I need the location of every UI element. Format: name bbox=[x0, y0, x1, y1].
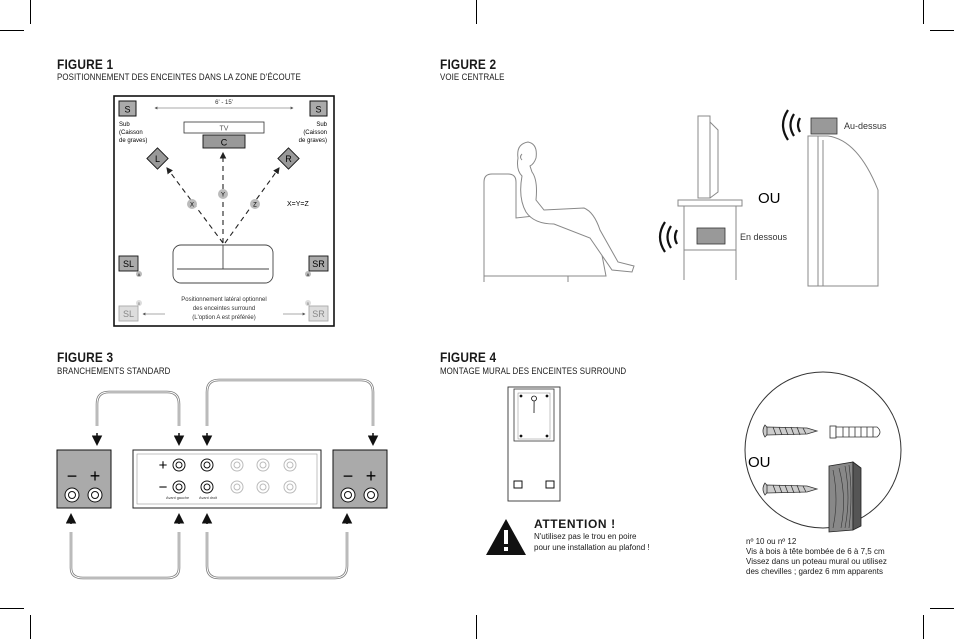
y-label: Y bbox=[221, 193, 225, 199]
receiver-plus: + bbox=[159, 457, 168, 474]
wall-anchor-icon bbox=[829, 425, 881, 439]
tv-label: TV bbox=[220, 126, 229, 133]
screw-icon bbox=[762, 424, 819, 438]
right-minus: − bbox=[343, 466, 354, 486]
sl-speaker-a bbox=[118, 255, 139, 272]
center-speaker-above bbox=[810, 117, 838, 135]
sl-a-letter: SL bbox=[123, 259, 134, 269]
sr-speaker-b bbox=[308, 305, 329, 322]
figure2-title: FIGURE 2 bbox=[440, 56, 497, 72]
table bbox=[677, 199, 743, 207]
sub-right-label1: Sub bbox=[316, 122, 327, 128]
screw-spec-line4: des chevilles ; gardez 6 mm apparents bbox=[746, 567, 883, 576]
right-letter: R bbox=[285, 154, 292, 164]
below-label: En dessous bbox=[740, 232, 788, 242]
sub-right bbox=[309, 100, 328, 117]
right-speaker bbox=[277, 147, 300, 170]
center-speaker-below bbox=[696, 227, 726, 245]
crop-mark bbox=[0, 30, 24, 31]
figure4-subtitle: MONTAGE MURAL DES ENCEINTES SURROUND bbox=[440, 366, 627, 376]
figure3-title: FIGURE 3 bbox=[57, 349, 114, 365]
right-speaker-terminal bbox=[332, 449, 388, 509]
cabinet bbox=[807, 135, 879, 287]
crop-mark bbox=[476, 0, 477, 24]
x-label: X bbox=[190, 203, 194, 209]
sub-right-label2: (Caisson bbox=[303, 130, 327, 136]
figure2-diagram: OU Au-dessus En dessous bbox=[483, 109, 887, 287]
bracket-diagram bbox=[507, 386, 561, 502]
figure2-subtitle: VOIE CENTRALE bbox=[440, 72, 505, 82]
warning-icon bbox=[486, 519, 526, 555]
sl-opt-b: B bbox=[138, 301, 141, 306]
sl-b-letter: SL bbox=[123, 309, 134, 319]
equation: X=Y=Z bbox=[287, 201, 310, 208]
above-label: Au-dessus bbox=[844, 121, 887, 131]
sound-wave-icon bbox=[658, 109, 801, 253]
sr-opt-a: A bbox=[307, 272, 310, 277]
screw-spec-line2: Vis à bois à tête bombée de 6 à 7,5 cm bbox=[746, 547, 885, 556]
wood-stud-icon bbox=[828, 461, 862, 533]
dimension-label: 6' - 15' bbox=[215, 100, 233, 106]
figure1-subtitle: POSITIONNEMENT DES ENCEINTES DANS LA ZON… bbox=[57, 72, 301, 82]
sub-left bbox=[118, 100, 137, 117]
sr-a-letter: SR bbox=[312, 259, 325, 269]
sub-left-label1: Sub bbox=[119, 122, 130, 128]
sl-speaker-b bbox=[118, 305, 139, 322]
figure1-title: FIGURE 1 bbox=[57, 56, 114, 72]
sub-left-label3: de graves) bbox=[119, 138, 147, 144]
center-letter: C bbox=[221, 138, 228, 148]
screw-icon bbox=[762, 482, 819, 496]
crop-mark bbox=[30, 0, 31, 24]
crop-mark bbox=[476, 615, 477, 639]
z-label: Z bbox=[253, 203, 257, 209]
figure1-diagram: 6' - 15' S S Sub (Caisson de graves) Sub… bbox=[113, 95, 335, 327]
crop-mark bbox=[923, 615, 924, 639]
sub-left-letter: S bbox=[124, 105, 130, 115]
front-right-label: Avant droit bbox=[199, 496, 218, 500]
right-plus: + bbox=[366, 466, 377, 486]
tv-box bbox=[183, 121, 265, 134]
tv bbox=[697, 115, 711, 199]
left-speaker-terminal bbox=[56, 449, 112, 509]
warning-line2: pour une installation au plafond ! bbox=[534, 543, 650, 552]
crop-mark bbox=[0, 608, 24, 609]
sub-right-letter: S bbox=[315, 105, 321, 115]
sr-speaker-a bbox=[308, 255, 329, 272]
attention-heading: ATTENTION ! bbox=[534, 517, 616, 531]
optional-line3: (L'option A est préférée) bbox=[192, 315, 256, 321]
person bbox=[517, 141, 635, 273]
figure3-subtitle: BRANCHEMENTS STANDARD bbox=[57, 366, 171, 376]
crop-mark bbox=[30, 615, 31, 639]
or-label-fig4: OU bbox=[748, 454, 771, 471]
front-left-label: Avant gauche bbox=[166, 496, 189, 500]
left-plus: + bbox=[90, 466, 101, 486]
receiver-minus: − bbox=[159, 479, 168, 496]
crop-mark bbox=[930, 30, 954, 31]
optional-line1: Positionnement latéral optionnel bbox=[181, 297, 266, 303]
crop-mark bbox=[923, 0, 924, 24]
screw-spec-line3: Vissez dans un poteau mural ou utilisez bbox=[746, 557, 887, 566]
sr-opt-b: B bbox=[307, 301, 310, 306]
sl-opt-a: A bbox=[138, 272, 141, 277]
left-letter: L bbox=[155, 154, 160, 164]
or-label-fig2: OU bbox=[758, 190, 781, 207]
screws-diagram: OU bbox=[744, 371, 902, 533]
center-speaker bbox=[202, 134, 246, 149]
optional-line2: des enceintes surround bbox=[193, 306, 255, 312]
sofa bbox=[172, 244, 274, 284]
left-minus: − bbox=[67, 466, 78, 486]
figure3-diagram: − + − + + − Avant gauche Avant droit bbox=[56, 378, 388, 580]
sub-right-label3: de graves) bbox=[299, 138, 327, 144]
warning-line1: N'utilisez pas le trou en poire bbox=[534, 532, 637, 541]
figure4-title: FIGURE 4 bbox=[440, 349, 497, 365]
crop-mark bbox=[930, 608, 954, 609]
left-speaker bbox=[146, 147, 169, 170]
sub-left-label2: (Caisson bbox=[119, 130, 143, 136]
screw-spec-line1: nº 10 ou nº 12 bbox=[746, 537, 797, 546]
sr-b-letter: SR bbox=[312, 309, 325, 319]
